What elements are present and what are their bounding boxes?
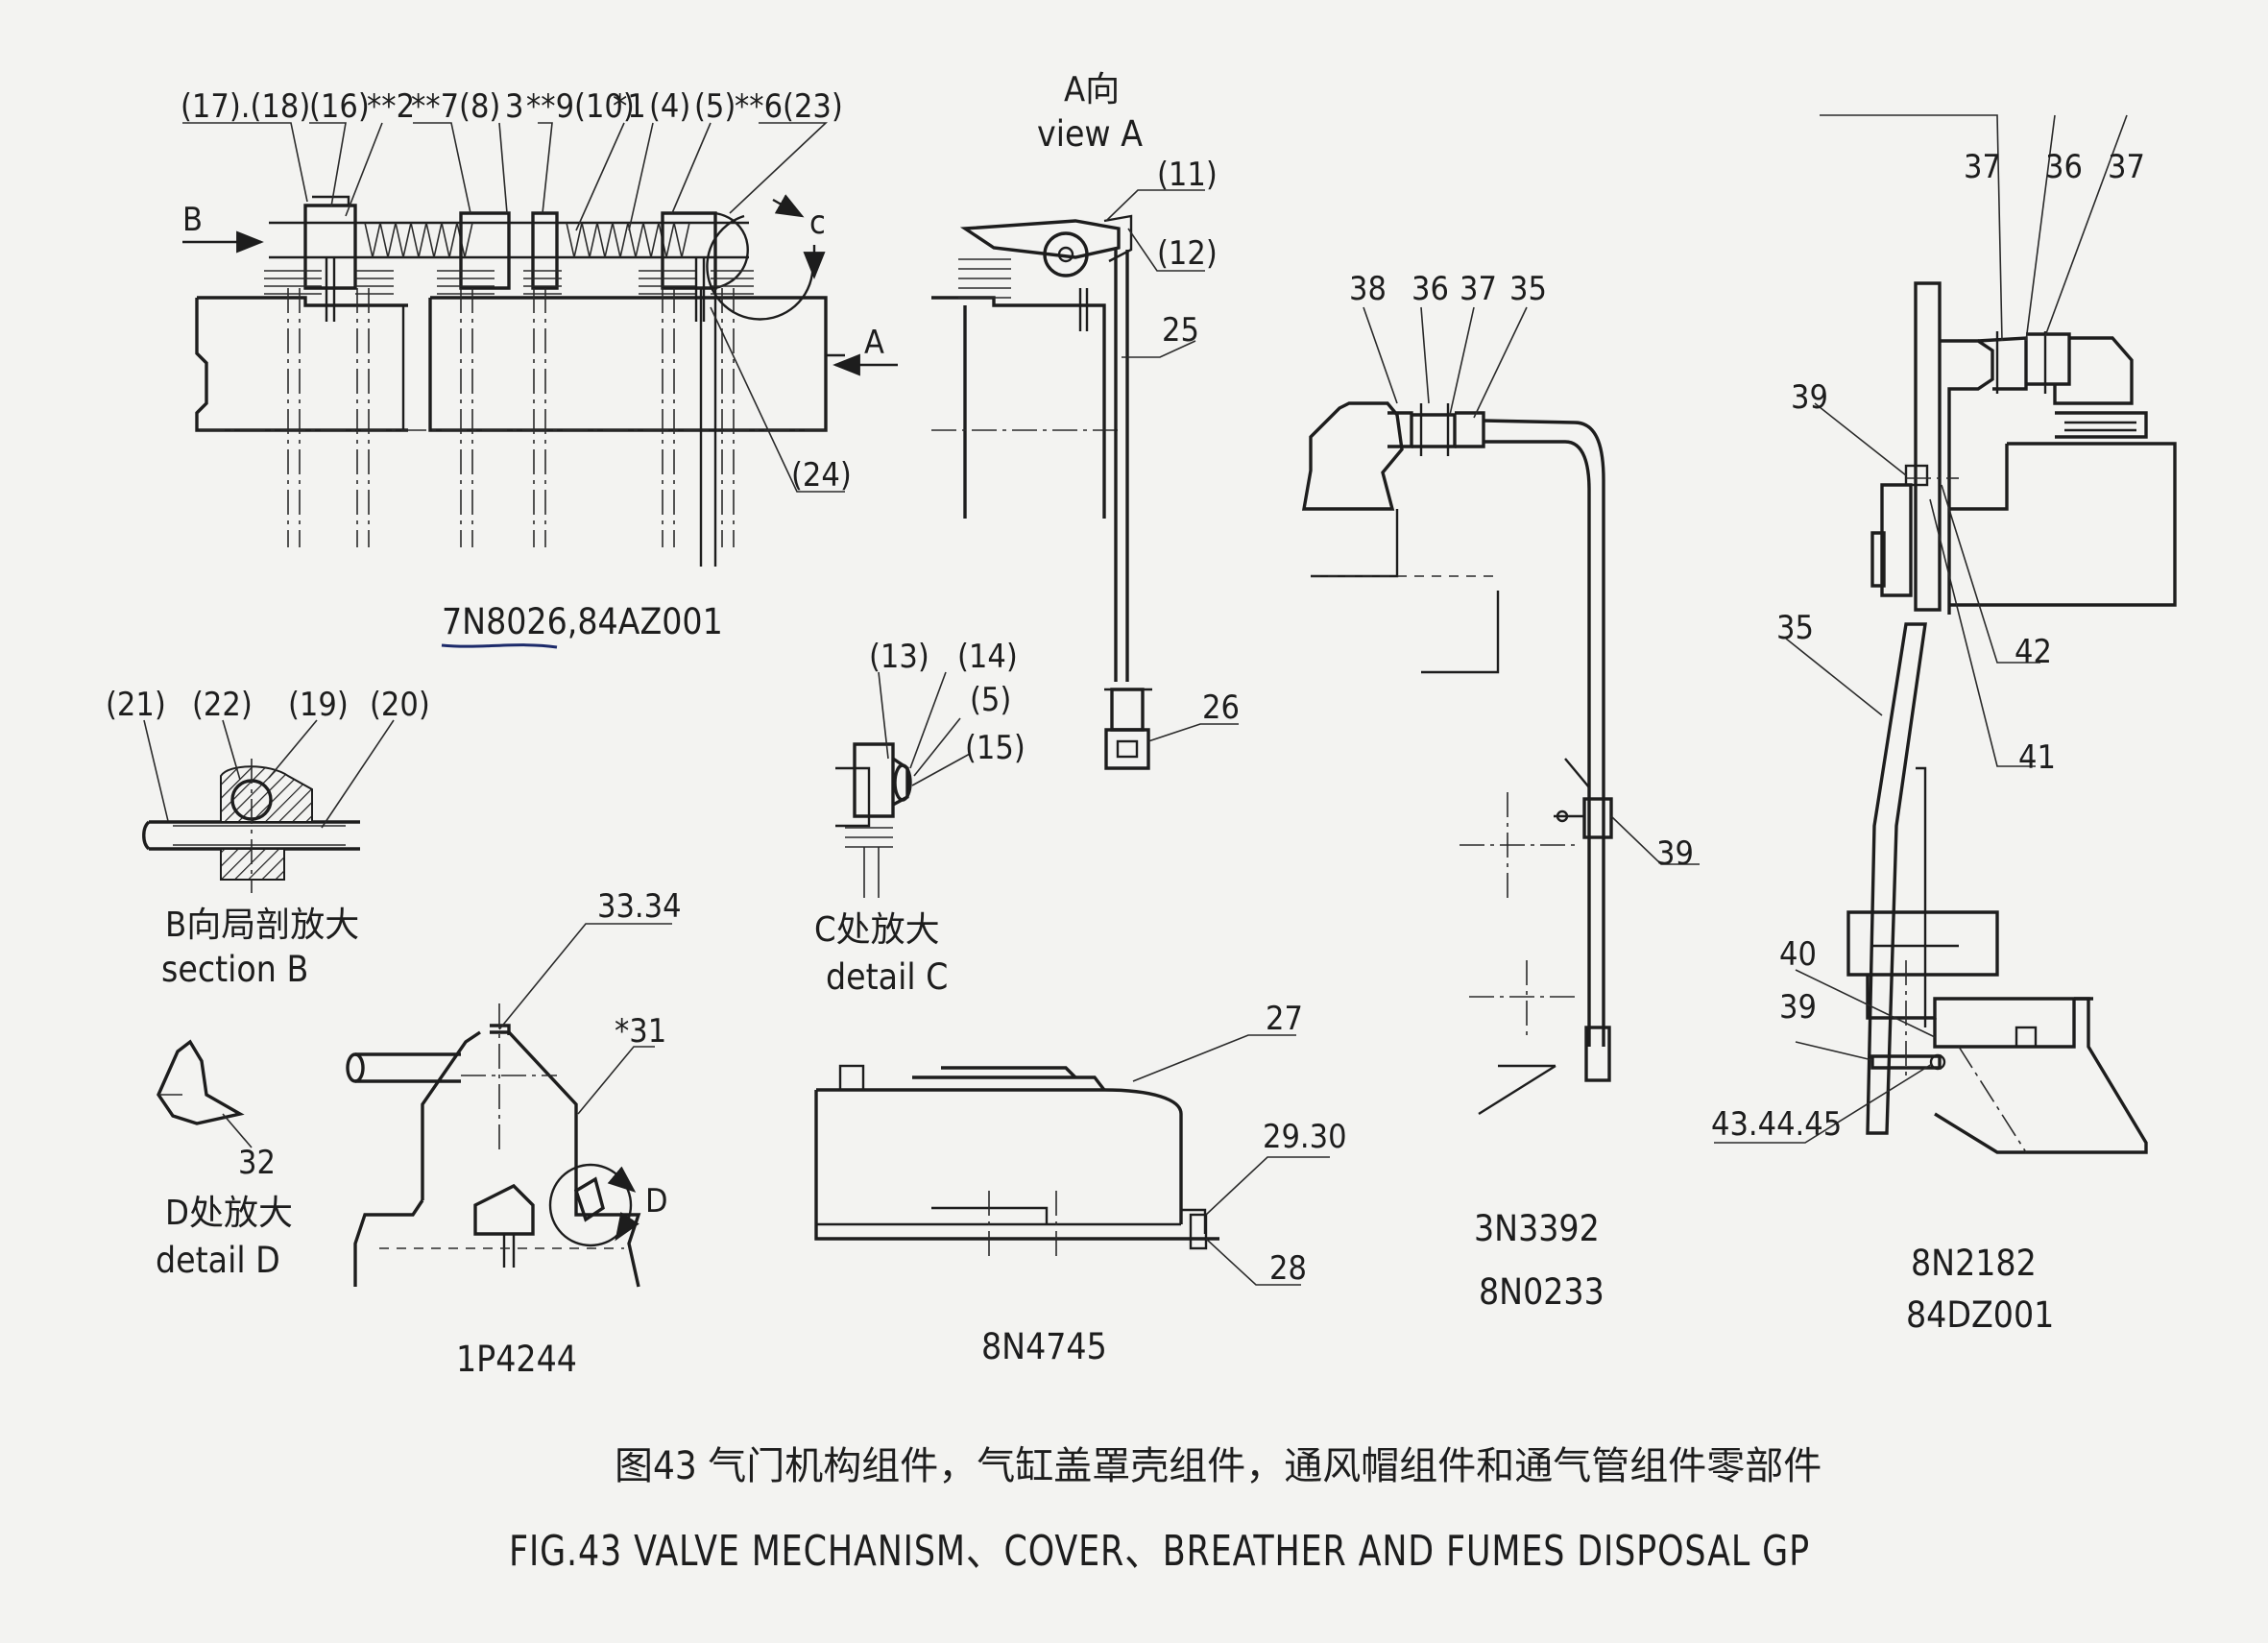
callout-29-30: 29.30 — [1263, 1118, 1347, 1156]
view-a-title-en: view A — [1037, 113, 1143, 155]
callout-39-right-b: 39 — [1779, 988, 1817, 1027]
callout-9-10: **9(10) — [526, 87, 635, 126]
callout-24: (24) — [791, 456, 852, 495]
figure-caption-cn: 图43 气门机构组件，气缸盖罩壳组件，通风帽组件和通气管组件零部件 — [615, 1444, 1822, 1488]
valve-mechanism-view: B A c (17).(18) (16) **2 **7(8) 3 **9(10… — [181, 87, 898, 649]
callout-35: 35 — [1509, 270, 1547, 308]
part-number-8n4745: 8N4745 — [981, 1326, 1107, 1367]
callout-13: (13) — [869, 638, 929, 676]
callout-39: 39 — [1656, 834, 1694, 873]
callout-36: 36 — [1411, 270, 1449, 308]
callout-16: (16) — [309, 87, 370, 126]
part-number-7n8026: 7N8026,84AZ001 — [442, 601, 723, 642]
callout-27: 27 — [1266, 1000, 1303, 1038]
view-a: A向 view A (11) (12) 25 26 — [931, 70, 1240, 770]
callout-36-right: 36 — [2045, 148, 2083, 186]
callout-37-right-a: 37 — [1964, 148, 2001, 186]
callout-28: 28 — [1269, 1249, 1307, 1288]
callout-39-right-a: 39 — [1791, 378, 1828, 417]
part-number-1p4244: 1P4244 — [456, 1339, 577, 1380]
callout-20: (20) — [370, 686, 430, 724]
callout-33-34: 33.34 — [597, 887, 682, 926]
callout-37-right-b: 37 — [2108, 148, 2145, 186]
callout-4: (4) — [649, 87, 690, 126]
callout-15: (15) — [965, 729, 1025, 767]
arrow-c-label: c — [809, 204, 826, 242]
view-a-title-cn: A向 — [1064, 70, 1120, 109]
fumes-disposal-middle: 38 36 37 35 39 3N3392 8N0233 — [1301, 270, 1700, 1313]
callout-22: (22) — [192, 686, 253, 724]
callout-14: (14) — [957, 638, 1018, 676]
part-number-3n3392: 3N3392 — [1474, 1208, 1600, 1249]
callout-1: *1 — [613, 87, 646, 126]
detail-d-title-en: detail D — [156, 1240, 280, 1281]
detail-d-title-cn: D处放大 — [165, 1194, 293, 1233]
fumes-disposal-right: 37 36 37 39 42 41 35 40 39 43.44.45 8N21… — [1711, 114, 2177, 1336]
callout-41: 41 — [2018, 738, 2056, 777]
detail-c-title-cn: C处放大 — [814, 910, 940, 950]
callout-21: (21) — [106, 686, 166, 724]
detail-d: 32 D处放大 detail D — [156, 1039, 293, 1281]
figure-caption-en: FIG.43 VALVE MECHANISM、COVER、BREATHER AN… — [509, 1527, 1810, 1576]
arrow-a-label: A — [864, 324, 884, 362]
section-b: (21) (22) (19) (20) B向局剖放大 section B — [106, 686, 430, 990]
arrow-b-label: B — [182, 201, 203, 239]
section-b-title-en: section B — [161, 949, 308, 990]
callout-42: 42 — [2015, 633, 2052, 671]
callout-17-18: (17).(18) — [181, 87, 310, 126]
callout-35-right: 35 — [1776, 609, 1814, 647]
callout-43-44-45: 43.44.45 — [1711, 1105, 1842, 1144]
callout-6-23: **6(23) — [735, 87, 843, 126]
callout-5-c: (5) — [970, 681, 1011, 719]
callout-26: 26 — [1202, 689, 1240, 727]
part-number-8n2182: 8N2182 — [1911, 1243, 2037, 1284]
callout-3: 3 — [505, 87, 523, 126]
callout-32: 32 — [238, 1144, 276, 1182]
callout-12: (12) — [1157, 234, 1218, 273]
part-number-84dz001: 84DZ001 — [1906, 1294, 2054, 1336]
breather-assembly: 33.34 *31 D 1P4244 — [346, 887, 682, 1380]
callout-31: *31 — [615, 1012, 666, 1051]
callout-11: (11) — [1157, 156, 1218, 194]
callout-38: 38 — [1349, 270, 1387, 308]
section-b-title-cn: B向局剖放大 — [165, 906, 359, 945]
callout-37: 37 — [1460, 270, 1497, 308]
callout-2: **2 — [367, 87, 415, 126]
callout-5: (5) — [694, 87, 736, 126]
cover-assembly: 27 29.30 28 8N4745 — [814, 1000, 1347, 1367]
callout-19: (19) — [288, 686, 349, 724]
detail-c: (13) (14) (5) (15) C处放大 detail C — [814, 638, 1025, 998]
detail-c-title-en: detail C — [826, 956, 948, 998]
part-number-8n0233: 8N0233 — [1479, 1271, 1604, 1313]
callout-25: 25 — [1162, 311, 1199, 350]
callout-7-8: **7(8) — [411, 87, 500, 126]
arrow-d-label: D — [645, 1182, 668, 1220]
callout-40: 40 — [1779, 935, 1817, 974]
